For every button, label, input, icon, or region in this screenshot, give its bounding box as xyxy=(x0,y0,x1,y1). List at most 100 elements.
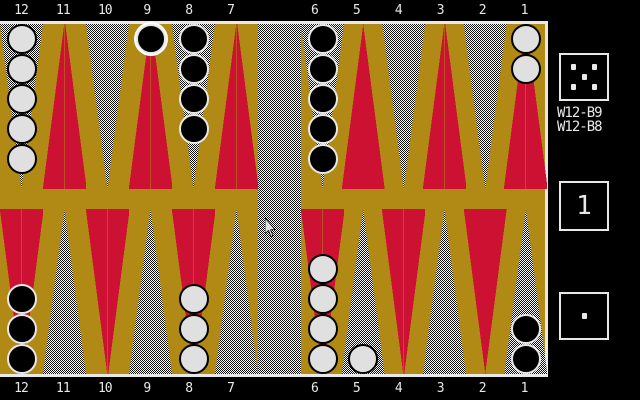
die-bottom[interactable] xyxy=(559,292,609,340)
point-bottom-12[interactable] xyxy=(0,199,43,374)
die-pip xyxy=(570,63,576,70)
move-log: W12-B9 W12-B8 xyxy=(557,106,640,134)
point-top-1[interactable] xyxy=(504,24,548,199)
point-bottom-6[interactable] xyxy=(301,199,344,374)
point-top-3[interactable] xyxy=(423,24,467,199)
point-number-top-12: 12 xyxy=(14,3,29,18)
point-number-top-7: 7 xyxy=(227,3,235,18)
point-number-top-4: 4 xyxy=(394,3,403,18)
point-hatch-pattern xyxy=(504,209,548,374)
point-triangle-hatched xyxy=(0,24,43,189)
quadrant-top-left xyxy=(0,24,258,199)
point-number-bottom-9: 9 xyxy=(143,381,151,396)
point-number-bar-gap xyxy=(252,0,294,21)
point-triangle-red xyxy=(215,24,258,189)
point-top-6[interactable] xyxy=(301,24,344,199)
point-top-10[interactable] xyxy=(86,24,129,199)
move-log-line-2: W12-B8 xyxy=(557,119,603,135)
doubling-cube-value: 1 xyxy=(576,191,592,221)
quadrant-bottom-right xyxy=(301,199,548,374)
die-top[interactable] xyxy=(559,53,609,101)
point-triangle-red xyxy=(504,24,548,189)
point-top-7[interactable] xyxy=(215,24,258,199)
point-triangle-red xyxy=(463,209,507,374)
point-triangle-hatched xyxy=(43,209,86,374)
point-bottom-2[interactable] xyxy=(463,199,507,374)
point-hatch-pattern xyxy=(172,24,215,189)
board-border-bottom xyxy=(0,374,548,377)
quadrant-top-right xyxy=(301,24,548,199)
die-pip xyxy=(581,313,587,319)
point-number-top-3: 3 xyxy=(436,3,445,18)
point-number-top-5: 5 xyxy=(352,3,361,18)
point-triangle-red xyxy=(129,24,172,189)
point-number-top-8: 8 xyxy=(185,3,193,18)
bar-hatch-pattern xyxy=(258,24,301,374)
point-top-2[interactable] xyxy=(463,24,507,199)
point-triangle-hatched xyxy=(129,209,172,374)
point-hatch-pattern xyxy=(382,24,426,189)
doubling-cube[interactable]: 1 xyxy=(559,181,609,231)
point-number-top-2: 2 xyxy=(478,3,487,18)
point-hatch-pattern xyxy=(129,209,172,374)
point-bottom-11[interactable] xyxy=(43,199,86,374)
point-hatch-pattern xyxy=(423,209,467,374)
point-hatch-pattern xyxy=(463,24,507,189)
point-triangle-red xyxy=(341,24,385,189)
point-hatch-pattern xyxy=(301,24,344,189)
point-top-8[interactable] xyxy=(172,24,215,199)
point-triangle-red xyxy=(172,209,215,374)
point-triangle-red xyxy=(0,209,43,374)
point-bottom-3[interactable] xyxy=(423,199,467,374)
point-bottom-1[interactable] xyxy=(504,199,548,374)
point-triangle-red xyxy=(43,24,86,189)
point-hatch-pattern xyxy=(86,24,129,189)
point-triangle-red xyxy=(382,209,426,374)
board-border-top xyxy=(0,21,548,24)
point-hatch-pattern xyxy=(215,209,258,374)
point-top-11[interactable] xyxy=(43,24,86,199)
point-bottom-8[interactable] xyxy=(172,199,215,374)
point-bottom-7[interactable] xyxy=(215,199,258,374)
point-number-bottom-11: 11 xyxy=(56,381,71,396)
point-number-bottom-12: 12 xyxy=(14,381,29,396)
quadrant-bottom-left xyxy=(0,199,258,374)
point-number-top-9: 9 xyxy=(143,3,151,18)
point-triangle-hatched xyxy=(172,24,215,189)
point-triangle-hatched xyxy=(382,24,426,189)
point-number-top-6: 6 xyxy=(311,3,319,18)
point-number-bottom-6: 6 xyxy=(311,381,319,396)
point-number-bottom-1: 1 xyxy=(520,381,529,396)
point-triangle-hatched xyxy=(341,209,385,374)
point-top-12[interactable] xyxy=(0,24,43,199)
point-number-bottom-3: 3 xyxy=(436,381,445,396)
center-bar[interactable] xyxy=(258,24,301,374)
board-border-right xyxy=(545,21,548,377)
point-number-top-10: 10 xyxy=(97,3,113,18)
die-pip xyxy=(570,84,576,91)
point-top-9[interactable] xyxy=(129,24,172,199)
point-triangle-red xyxy=(86,209,129,374)
point-number-bottom-2: 2 xyxy=(478,381,487,396)
point-triangle-red xyxy=(423,24,467,189)
point-top-5[interactable] xyxy=(341,24,385,199)
die-pip xyxy=(592,84,598,91)
point-bottom-9[interactable] xyxy=(129,199,172,374)
point-triangle-hatched xyxy=(301,24,344,189)
point-bottom-4[interactable] xyxy=(382,199,426,374)
point-triangle-hatched xyxy=(86,24,129,189)
point-bottom-10[interactable] xyxy=(86,199,129,374)
point-number-top-11: 11 xyxy=(56,3,71,18)
point-number-bar-gap xyxy=(252,377,294,400)
point-hatch-pattern xyxy=(43,209,86,374)
point-triangle-hatched xyxy=(423,209,467,374)
point-top-4[interactable] xyxy=(382,24,426,199)
point-number-bottom-8: 8 xyxy=(185,381,193,396)
point-number-bottom-4: 4 xyxy=(394,381,403,396)
point-bottom-5[interactable] xyxy=(341,199,385,374)
point-triangle-hatched xyxy=(463,24,507,189)
die-pip xyxy=(592,63,598,70)
